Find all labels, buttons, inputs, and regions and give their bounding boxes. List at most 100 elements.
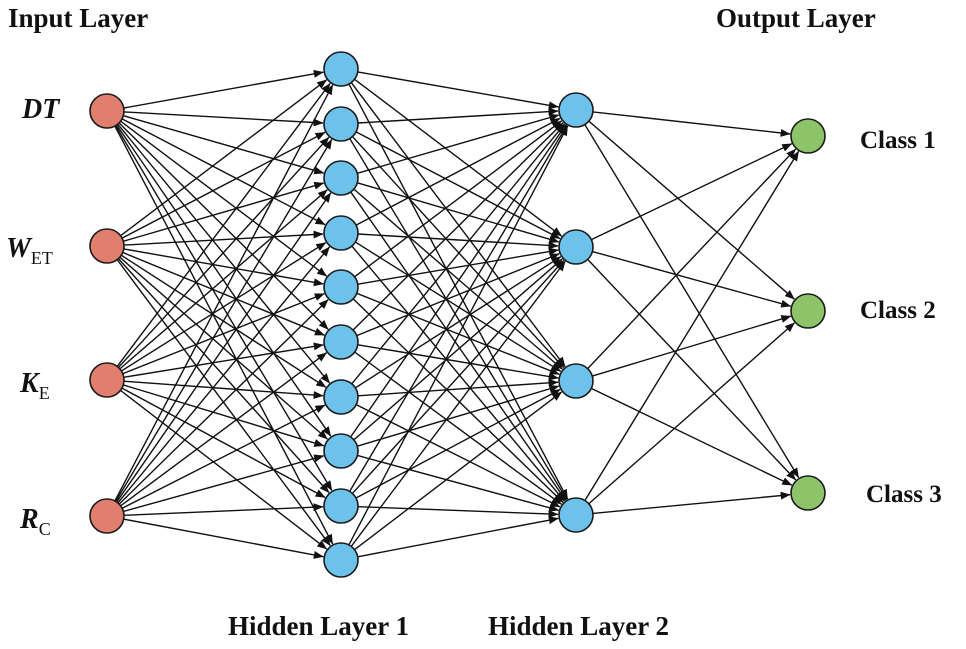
hidden-1-node-1 — [323, 51, 359, 87]
hidden-layer-2-title: Hidden Layer 2 — [488, 611, 670, 641]
edge-hidden-1-7-to-hidden-2-4 — [355, 404, 561, 508]
edge-input-2-to-hidden-1-1 — [120, 79, 328, 237]
edge-input-1-to-hidden-1-9 — [115, 125, 333, 491]
hidden-2-node-3 — [558, 363, 594, 399]
input-label-main: DT — [22, 94, 60, 125]
output-node-3 — [790, 475, 826, 511]
edge-input-3-to-hidden-1-7 — [123, 380, 324, 400]
edge-hidden-2-2-to-output-1 — [591, 143, 793, 241]
input-layer-title: Input Layer — [8, 3, 149, 33]
edge-hidden-1-3-to-hidden-2-4 — [350, 191, 567, 501]
output-layer-title: Output Layer — [716, 3, 876, 33]
edge-hidden-1-4-to-hidden-2-4 — [351, 245, 566, 502]
edge-input-1-to-hidden-1-2 — [123, 111, 324, 127]
hidden-1-node-8 — [323, 433, 359, 469]
edge-input-3-to-hidden-1-1 — [116, 82, 331, 367]
edge-hidden-1-8-to-hidden-2-4 — [357, 454, 560, 512]
edge-hidden-1-9-to-hidden-2-4 — [357, 505, 559, 518]
edge-hidden-1-7-to-hidden-2-3 — [357, 378, 559, 397]
edge-input-3-to-hidden-1-8 — [123, 384, 325, 447]
edge-input-1-to-hidden-1-5 — [120, 120, 328, 277]
edge-hidden-1-10-to-hidden-2-3 — [354, 391, 563, 551]
edge-hidden-1-9-to-hidden-2-3 — [355, 388, 561, 499]
input-node-2 — [89, 228, 125, 264]
hidden-1-node-6 — [323, 324, 359, 360]
hidden-1-node-5 — [323, 269, 359, 305]
hidden-1-node-3 — [323, 160, 359, 196]
edge-hidden-1-6-to-hidden-2-1 — [352, 122, 564, 331]
edge-input-2-to-hidden-1-4 — [123, 230, 324, 246]
edge-hidden-1-1-to-hidden-2-4 — [348, 83, 569, 500]
edge-input-1-to-hidden-1-7 — [117, 123, 331, 384]
edge-hidden-1-10-to-hidden-2-4 — [357, 516, 559, 558]
edge-hidden-1-9-to-hidden-2-2 — [351, 259, 565, 494]
edge-hidden-1-5-to-hidden-2-2 — [357, 247, 559, 285]
edge-input-3-to-hidden-1-3 — [119, 189, 328, 370]
edge-hidden-1-1-to-hidden-2-2 — [354, 78, 563, 237]
edge-hidden-2-4-to-output-3 — [592, 491, 791, 515]
edge-hidden-1-1-to-hidden-2-1 — [357, 71, 559, 110]
hidden-2-node-1 — [558, 92, 594, 128]
edge-hidden-1-4-to-hidden-2-1 — [355, 117, 561, 226]
edge-input-4-to-hidden-1-2 — [115, 139, 333, 502]
edge-hidden-1-7-to-hidden-2-2 — [354, 256, 562, 389]
input-label-sub: C — [38, 519, 51, 539]
input-label-sub: E — [38, 383, 50, 403]
edge-input-2-to-hidden-1-2 — [121, 131, 326, 239]
edge-hidden-1-5-to-hidden-2-1 — [354, 120, 563, 278]
edge-hidden-2-1-to-output-2 — [588, 120, 795, 300]
hidden-1-node-10 — [323, 542, 359, 578]
hidden-2-node-2 — [558, 229, 594, 265]
output-node-1 — [790, 118, 826, 154]
output-label-class-2: Class 2 — [860, 297, 936, 324]
input-label-main: K — [20, 368, 39, 399]
input-label-ke: KE — [20, 368, 50, 403]
edge-hidden-1-2-to-hidden-2-4 — [349, 138, 568, 500]
edge-input-1-to-hidden-1-6 — [118, 122, 329, 330]
edge-input-4-to-hidden-1-3 — [116, 192, 332, 503]
hidden-1-node-7 — [323, 379, 359, 415]
edge-hidden-1-7-to-hidden-2-1 — [351, 123, 566, 385]
edge-hidden-1-8-to-hidden-2-2 — [353, 258, 563, 441]
network-nodes — [89, 51, 826, 578]
edge-input-4-to-hidden-1-6 — [120, 352, 327, 507]
edge-input-4-to-hidden-1-9 — [123, 503, 324, 516]
edge-input-4-to-hidden-1-8 — [123, 454, 325, 513]
edge-hidden-1-5-to-hidden-2-4 — [352, 298, 564, 503]
edge-input-1-to-hidden-1-1 — [123, 69, 324, 109]
hidden-1-node-4 — [323, 215, 359, 251]
input-node-1 — [89, 93, 125, 129]
edge-hidden-2-2-to-output-2 — [592, 250, 792, 308]
output-label-class-3: Class 3 — [866, 481, 942, 508]
edge-hidden-1-6-to-hidden-2-2 — [356, 253, 560, 337]
hidden-1-node-9 — [323, 488, 359, 524]
hidden-2-node-4 — [558, 497, 594, 533]
edge-hidden-1-10-to-hidden-2-2 — [350, 260, 566, 547]
edge-input-4-to-hidden-1-7 — [121, 404, 326, 509]
edge-hidden-2-4-to-output-2 — [588, 322, 795, 505]
edge-hidden-1-9-to-hidden-2-1 — [349, 125, 568, 492]
edge-hidden-1-2-to-hidden-2-2 — [355, 131, 561, 240]
input-label-dt: DT — [22, 96, 59, 124]
output-label-class-1: Class 1 — [860, 127, 936, 154]
edge-input-4-to-hidden-1-4 — [117, 246, 331, 504]
edge-hidden-1-8-to-hidden-2-3 — [357, 385, 560, 447]
input-label-wet: WET — [6, 233, 53, 268]
output-node-2 — [790, 293, 826, 329]
edge-hidden-1-2-to-hidden-2-3 — [351, 136, 565, 369]
edge-input-1-to-hidden-1-4 — [121, 118, 326, 226]
edge-hidden-1-4-to-hidden-2-2 — [357, 233, 559, 250]
input-label-rc: RC — [20, 506, 51, 539]
input-label-sub: ET — [30, 248, 53, 268]
edge-hidden-1-3-to-hidden-2-2 — [357, 182, 560, 244]
edge-hidden-1-4-to-hidden-2-3 — [355, 241, 562, 373]
edge-hidden-1-3-to-hidden-2-3 — [353, 188, 563, 370]
input-label-main: W — [6, 233, 31, 264]
edge-hidden-1-5-to-hidden-2-3 — [356, 292, 560, 375]
edge-hidden-1-6-to-hidden-2-3 — [357, 344, 559, 381]
edge-hidden-1-3-to-hidden-2-1 — [357, 113, 560, 174]
edge-hidden-2-1-to-output-3 — [584, 124, 800, 479]
edge-input-4-to-hidden-1-10 — [123, 518, 324, 559]
